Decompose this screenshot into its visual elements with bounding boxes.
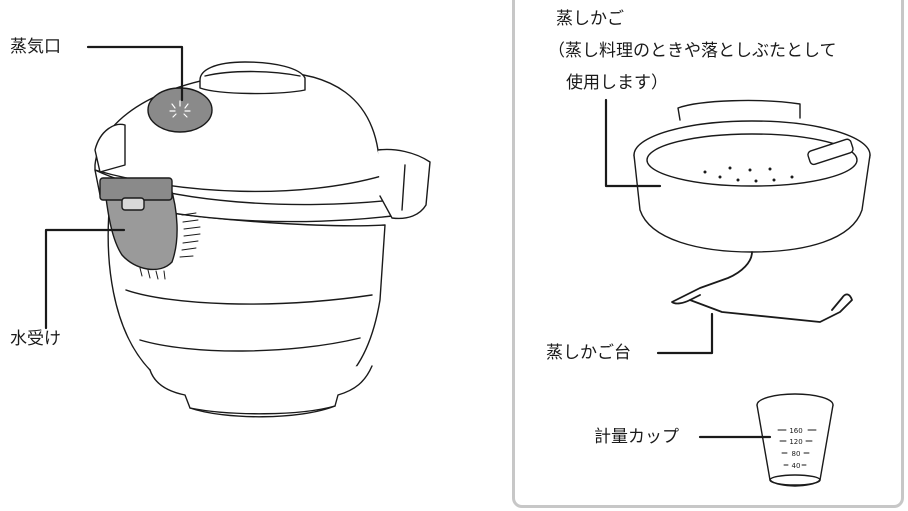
steam-basket-illustration <box>604 98 871 253</box>
basket-stand-label: 蒸しかご台 <box>546 343 631 363</box>
cup-mark-40: 40 <box>792 462 801 470</box>
measuring-cup-label: 計量カップ <box>594 427 679 447</box>
accessories-panel <box>512 0 904 508</box>
steam-vent-label: 蒸気口 <box>10 37 61 57</box>
water-receiver-label: 水受け <box>10 329 61 349</box>
steam-basket-note-line2: 使用します） <box>566 73 668 93</box>
measuring-cup-illustration <box>698 393 834 487</box>
steam-basket-note-line1: （蒸し料理のときや落としぶたとして <box>548 41 837 61</box>
cooker-illustration <box>44 45 431 418</box>
steam-basket-label: 蒸しかご <box>556 9 624 29</box>
cup-mark-120: 120 <box>789 438 802 446</box>
cup-mark-160: 160 <box>789 427 802 435</box>
cup-mark-80: 80 <box>792 450 801 458</box>
basket-stand-illustration <box>656 251 853 355</box>
